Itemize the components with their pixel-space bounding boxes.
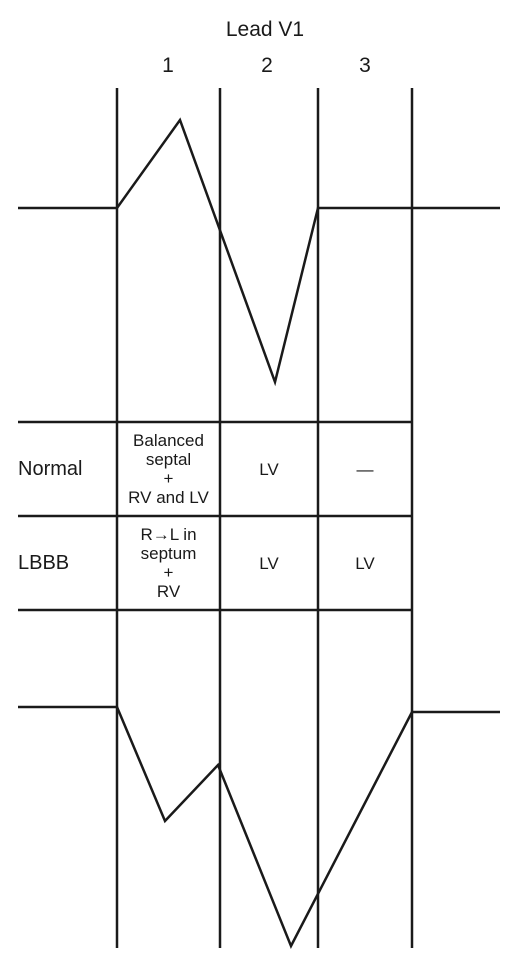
- cell-line: septum: [140, 544, 197, 563]
- normal-ecg-trace: [18, 117, 500, 387]
- cell-line: Balanced: [133, 431, 204, 450]
- cell-line: +: [163, 469, 174, 488]
- row-label-lbbb: LBBB: [18, 552, 70, 574]
- cell-line: septal: [145, 450, 192, 469]
- lbbb-cell-3: LV: [318, 516, 412, 610]
- cell-line: RV: [156, 582, 181, 601]
- cell-line: +: [163, 563, 174, 582]
- normal-cell-1: Balanced septal + RV and LV: [117, 422, 220, 516]
- normal-cell-3: —: [318, 422, 412, 516]
- cell-line: R→L in: [140, 525, 197, 544]
- lbbb-cell-1: R→L in septum + RV: [117, 516, 220, 610]
- cell-line: —: [356, 459, 374, 479]
- diagram-title: Lead V1: [225, 18, 305, 41]
- cell-line: RV and LV: [128, 488, 209, 507]
- lbbb-cell-2: LV: [220, 516, 318, 610]
- lbbb-ecg-trace: [18, 705, 500, 949]
- cell-line: LV: [355, 553, 375, 573]
- column-number-3: 3: [359, 54, 371, 77]
- normal-cell-2: LV: [220, 422, 318, 516]
- cell-line: LV: [259, 553, 279, 573]
- column-number-2: 2: [261, 54, 273, 77]
- row-label-normal: Normal: [18, 458, 83, 480]
- cell-line: LV: [259, 459, 279, 479]
- column-number-1: 1: [162, 54, 174, 77]
